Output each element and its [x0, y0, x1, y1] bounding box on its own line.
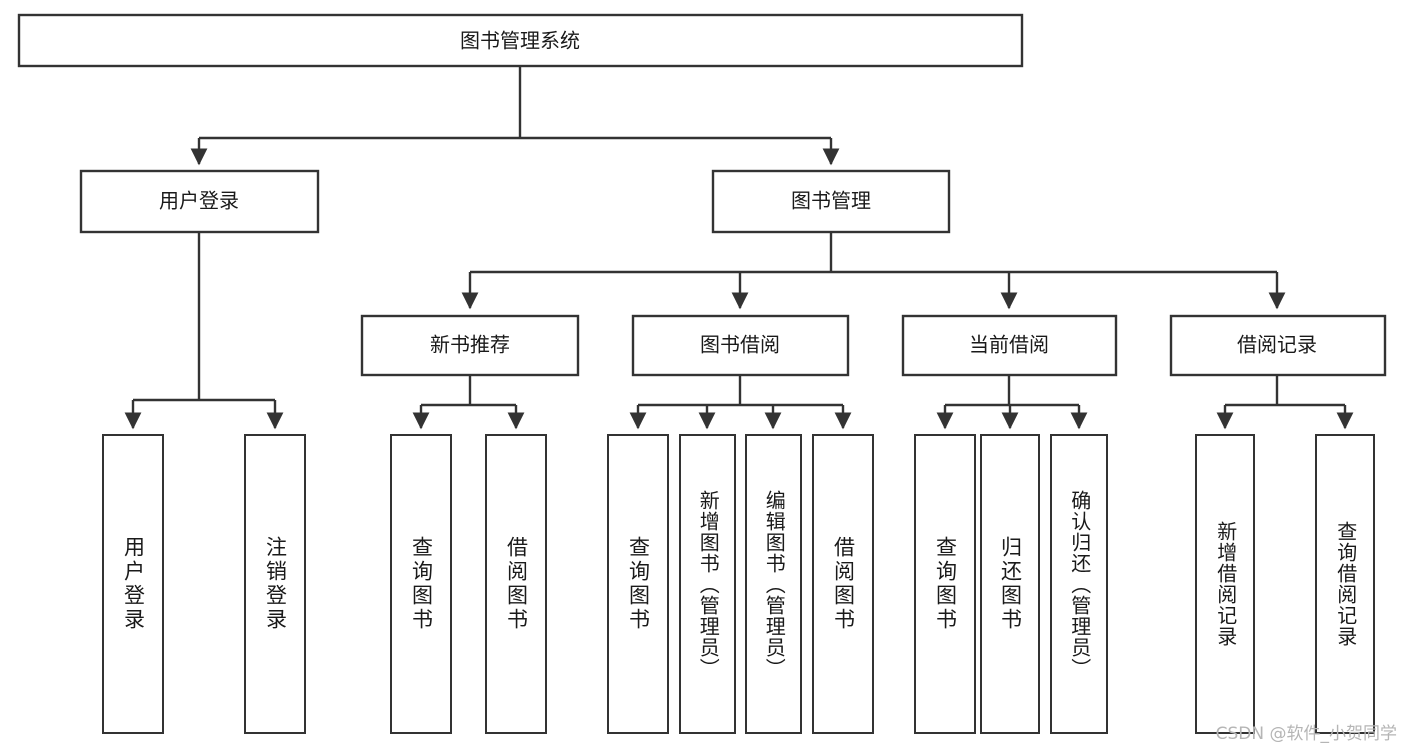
leaf-query-book-current[interactable]: 查询图书 — [914, 434, 976, 734]
leaf-query-borrow-record[interactable]: 查询借阅记录 — [1315, 434, 1375, 734]
connector-newbook-to-leaves — [412, 375, 525, 430]
leaf-query-book-borrow[interactable]: 查询图书 — [607, 434, 669, 734]
node-root[interactable]: 图书管理系统 — [17, 13, 1024, 68]
leaf-return-book[interactable]: 归还图书 — [980, 434, 1040, 734]
leaf-user-login-label: 用户登录 — [121, 536, 146, 632]
leaf-edit-book-admin[interactable]: 编辑图书（管理员） — [745, 434, 802, 734]
node-user-login[interactable]: 用户登录 — [79, 169, 320, 234]
leaf-borrow-book-recommend[interactable]: 借阅图书 — [485, 434, 547, 734]
node-new-book-recommend[interactable]: 新书推荐 — [360, 314, 580, 377]
node-current-borrow[interactable]: 当前借阅 — [901, 314, 1118, 377]
node-borrow-record[interactable]: 借阅记录 — [1169, 314, 1387, 377]
leaf-query-book-current-label: 查询图书 — [933, 536, 958, 632]
node-book-management-label: 图书管理 — [791, 189, 871, 213]
leaf-logout-label: 注销登录 — [263, 536, 288, 632]
leaf-user-login[interactable]: 用户登录 — [102, 434, 164, 734]
node-user-login-label: 用户登录 — [159, 189, 239, 213]
node-book-borrow[interactable]: 图书借阅 — [631, 314, 850, 377]
leaf-add-borrow-record-label: 新增借阅记录 — [1213, 521, 1238, 647]
leaf-confirm-return-admin-label: 确认归还（管理员） — [1067, 489, 1092, 679]
leaf-query-borrow-record-label: 查询借阅记录 — [1333, 521, 1358, 647]
leaf-borrow-book-label: 借阅图书 — [831, 536, 856, 632]
node-borrow-record-label: 借阅记录 — [1237, 333, 1317, 357]
leaf-query-book-recommend-label: 查询图书 — [409, 536, 434, 632]
connector-root-to-level2 — [190, 66, 840, 166]
node-current-borrow-label: 当前借阅 — [969, 333, 1049, 357]
leaf-borrow-book[interactable]: 借阅图书 — [812, 434, 874, 734]
connector-bookmgmt-to-level3 — [461, 232, 1286, 310]
leaf-borrow-book-recommend-label: 借阅图书 — [504, 536, 529, 632]
connector-record-to-leaves — [1216, 375, 1354, 430]
leaf-query-book-borrow-label: 查询图书 — [626, 536, 651, 632]
leaf-query-book-recommend[interactable]: 查询图书 — [390, 434, 452, 734]
connector-borrow-to-leaves — [629, 375, 852, 430]
leaf-return-book-label: 归还图书 — [998, 536, 1023, 632]
leaf-add-borrow-record[interactable]: 新增借阅记录 — [1195, 434, 1255, 734]
leaf-add-book-admin-label: 新增图书（管理员） — [696, 489, 721, 679]
leaf-confirm-return-admin[interactable]: 确认归还（管理员） — [1050, 434, 1108, 734]
connector-userlogin-to-leaves — [124, 232, 284, 430]
leaf-logout[interactable]: 注销登录 — [244, 434, 306, 734]
leaf-edit-book-admin-label: 编辑图书（管理员） — [762, 489, 787, 679]
node-book-borrow-label: 图书借阅 — [700, 333, 780, 357]
node-book-management[interactable]: 图书管理 — [711, 169, 951, 234]
node-root-label: 图书管理系统 — [460, 29, 580, 53]
leaf-add-book-admin[interactable]: 新增图书（管理员） — [679, 434, 736, 734]
node-new-book-recommend-label: 新书推荐 — [430, 333, 510, 357]
connector-current-to-leaves — [936, 375, 1088, 430]
